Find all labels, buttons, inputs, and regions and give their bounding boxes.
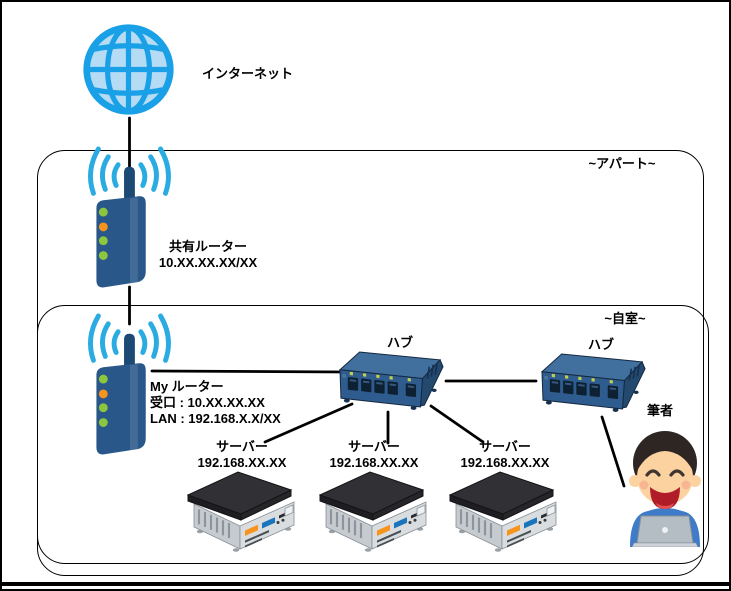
server1-name: サーバー <box>216 439 268 454</box>
my-router-lan-ip: LAN : 192.168.X.X/XX <box>150 410 281 426</box>
server1-ip: 192.168.XX.XX <box>197 454 287 470</box>
server1-label: サーバー 192.168.XX.XX <box>194 439 290 471</box>
hub1-icon <box>339 351 445 410</box>
internet-label: インターネット <box>202 66 294 81</box>
server3-ip: 192.168.XX.XX <box>460 454 550 470</box>
shared-router-name: 共有ルーター <box>168 239 247 254</box>
server2-icon <box>318 469 442 555</box>
server2-ip: 192.168.XX.XX <box>329 454 419 470</box>
server1-icon <box>186 469 310 555</box>
zone-room: ~自室~ <box>37 305 709 564</box>
author-label: 筆者 <box>646 403 673 418</box>
hub1-label: ハブ <box>386 335 413 350</box>
server3-icon <box>448 469 572 555</box>
zone-apartment-label: ~アパート~ <box>588 156 656 171</box>
server3-name: サーバー <box>479 439 531 454</box>
author-person-icon <box>618 419 712 547</box>
my-router-label: My ルーター 受口 : 10.XX.XX.XX LAN : 192.168.X… <box>150 379 281 427</box>
server2-name: サーバー <box>348 439 400 454</box>
my-router-wan-ip: 受口 : 10.XX.XX.XX <box>150 394 265 410</box>
bottom-border-line <box>2 582 729 586</box>
shared-router-label: 共有ルーター 10.XX.XX.XX/XX <box>158 239 258 271</box>
my-router-name: My ルーター <box>150 379 224 394</box>
shared-router-icon <box>82 145 172 293</box>
server2-label: サーバー 192.168.XX.XX <box>326 439 422 471</box>
hub2-label: ハブ <box>587 337 614 352</box>
zone-room-label: ~自室~ <box>604 311 646 326</box>
internet-globe-icon <box>81 22 176 117</box>
shared-router-ip: 10.XX.XX.XX/XX <box>158 254 258 270</box>
server3-label: サーバー 192.168.XX.XX <box>457 439 553 471</box>
